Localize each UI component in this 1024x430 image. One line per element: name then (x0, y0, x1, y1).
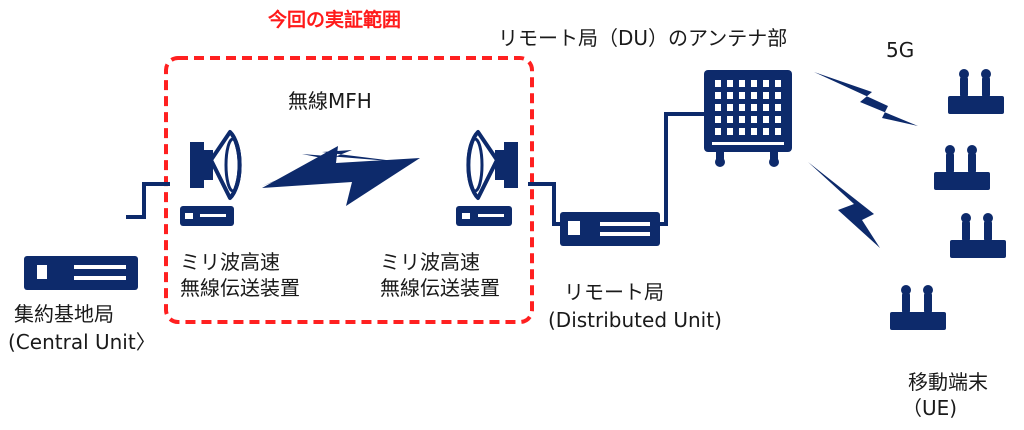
distributed-unit-device (560, 212, 660, 246)
antenna-element (727, 104, 733, 111)
ue-device-icon (934, 145, 990, 190)
antenna-element (715, 128, 721, 135)
radio-unit-right-icon (456, 130, 518, 226)
ue-name: 移動端末 (908, 370, 988, 394)
antenna-element (763, 80, 769, 87)
radio-left-line2: 無線伝送装置 (180, 276, 300, 300)
5g-link-bolt-upper (814, 72, 918, 126)
ue-devices (890, 69, 1006, 330)
distributed-unit-sub: (Distributed Unit) (548, 308, 722, 332)
radio-right-line2: 無線伝送装置 (380, 276, 500, 300)
antenna-element (727, 128, 733, 135)
antenna-element (715, 104, 721, 111)
central-unit-device (24, 256, 138, 290)
antenna-element (763, 128, 769, 135)
antenna-element (715, 116, 721, 123)
antenna-element (739, 92, 745, 99)
radio-right-line1: ミリ波高速 (380, 250, 480, 274)
antenna-element (763, 104, 769, 111)
ue-device-icon (890, 285, 946, 330)
antenna-element (727, 116, 733, 123)
antenna-unit-icon (704, 70, 792, 167)
antenna-element (763, 92, 769, 99)
antenna-label: リモート局（DU）のアンテナ部 (498, 26, 788, 50)
antenna-element (751, 92, 757, 99)
central-unit-sub: (Central Unit〉 (8, 330, 156, 354)
antenna-element (727, 92, 733, 99)
radio-left-line1: ミリ波高速 (180, 250, 280, 274)
link-label: 無線MFH (288, 89, 372, 113)
antenna-element (751, 128, 757, 135)
antenna-element (775, 116, 781, 123)
antenna-element (739, 128, 745, 135)
wireless-link-bolt-shape (262, 146, 420, 206)
antenna-element (739, 116, 745, 123)
antenna-element (739, 104, 745, 111)
antenna-element (775, 92, 781, 99)
antenna-element (739, 80, 745, 87)
antenna-element (715, 80, 721, 87)
scope-box (164, 56, 534, 324)
antenna-element (715, 92, 721, 99)
antenna-element (751, 80, 757, 87)
fiveg-label: 5G (886, 38, 915, 62)
antenna-element (775, 104, 781, 111)
antenna-element (751, 116, 757, 123)
antenna-element (763, 116, 769, 123)
wireless-link-bolt-icon (262, 150, 402, 186)
antenna-element (727, 80, 733, 87)
ue-sub: （UE) (902, 396, 958, 420)
scope-title: 今回の実証範囲 (268, 9, 402, 31)
radio-unit-left-icon (180, 130, 242, 226)
ue-device-icon (950, 213, 1006, 258)
antenna-element (751, 104, 757, 111)
5g-link-bolt-lower (808, 162, 880, 248)
distributed-unit-name: リモート局 (564, 280, 664, 304)
antenna-element (775, 80, 781, 87)
antenna-element (775, 128, 781, 135)
central-unit-name: 集約基地局 (14, 302, 114, 326)
ue-device-icon (948, 69, 1004, 114)
